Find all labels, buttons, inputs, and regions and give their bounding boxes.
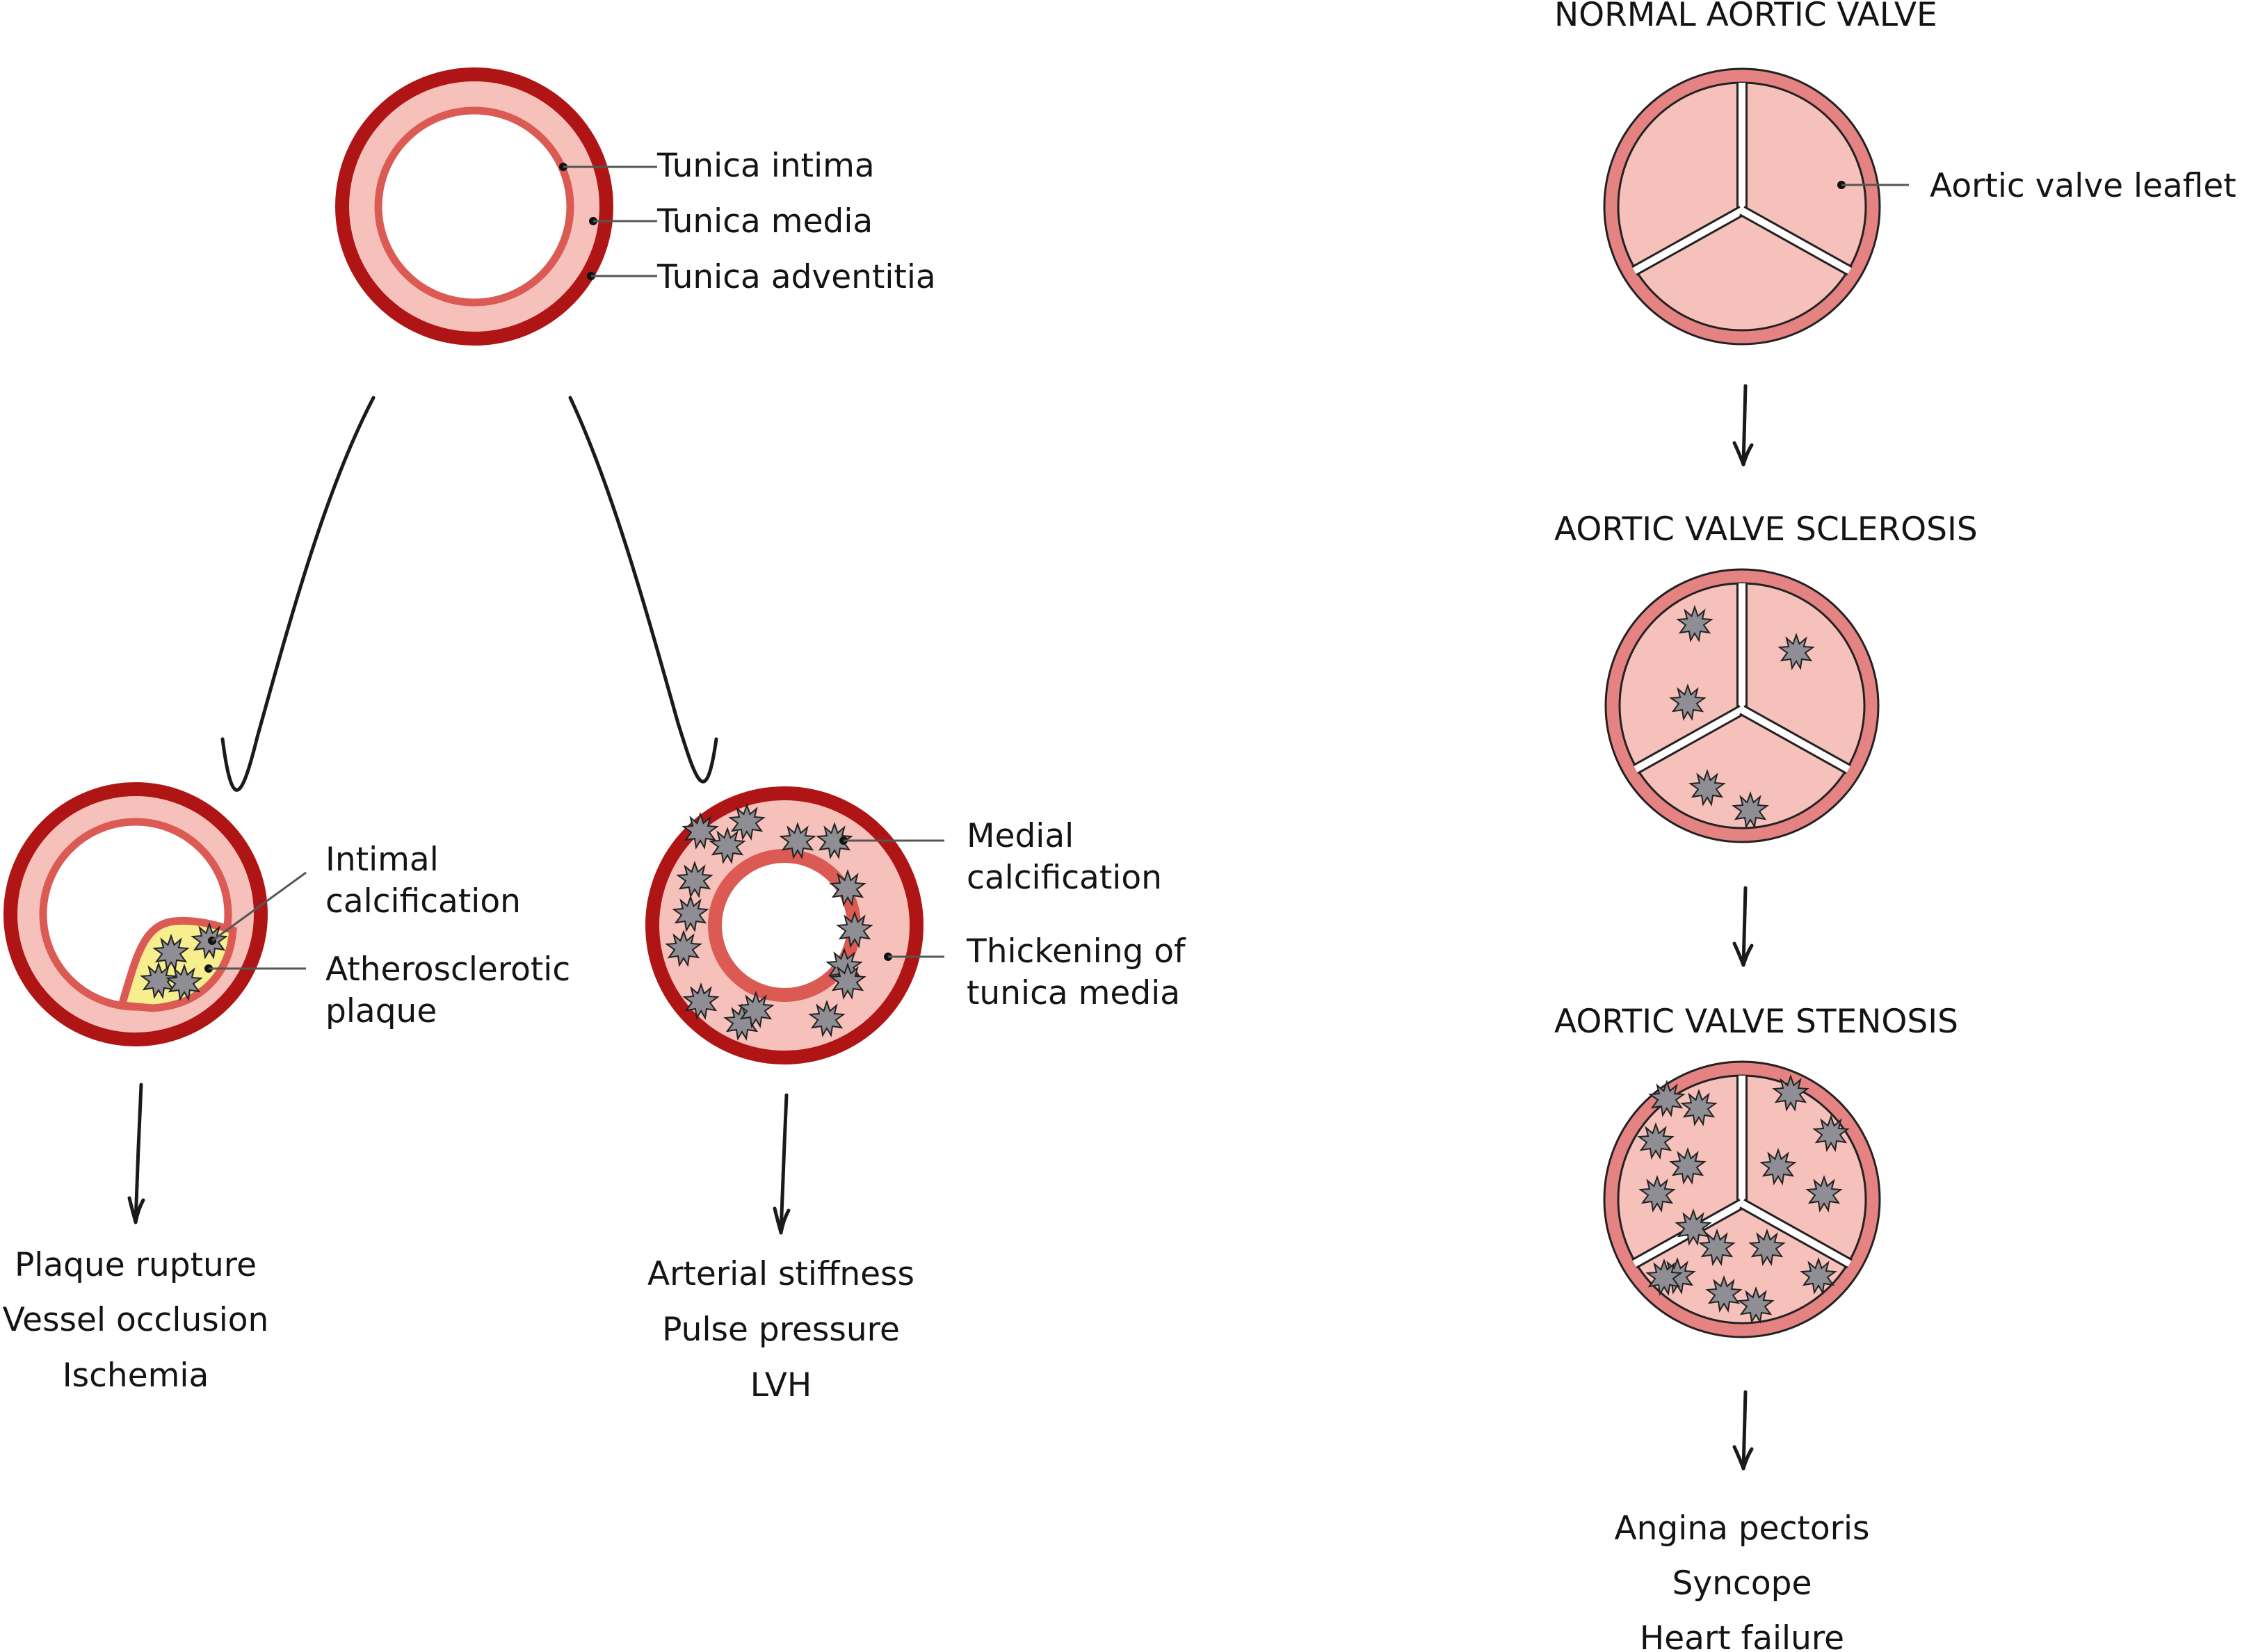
title-normal-aortic-valve: NORMAL AORTIC VALVE <box>1554 0 1937 34</box>
outcome-arterial-stiffness: Arterial stiffness <box>647 1255 914 1293</box>
tunica-intima-ring <box>374 106 574 307</box>
down-arrow-intimal <box>127 1083 145 1224</box>
commissure-line <box>1740 1200 1852 1267</box>
branch-arrow-left <box>220 396 376 792</box>
medial-calcification-vessel <box>645 786 924 1064</box>
label-tunica-adventitia: Tunica adventitia <box>656 258 936 296</box>
label-tunica-media-2: tunica media <box>967 974 1180 1012</box>
outcome-lvh: LVH <box>750 1366 812 1404</box>
down-arrow-medial <box>773 1093 791 1235</box>
label-plaque: plaque <box>325 992 437 1030</box>
outcome-vessel-occlusion: Vessel occlusion <box>3 1301 269 1339</box>
label-medial: Medial <box>967 817 1074 855</box>
normal-aortic-valve <box>1603 67 1881 346</box>
outcome-angina-pectoris: Angina pectoris <box>1614 1509 1869 1548</box>
commissure-line <box>1632 207 1744 274</box>
label-medial-calcification: calcification <box>967 859 1162 897</box>
title-aortic-valve-stenosis: AORTIC VALVE STENOSIS <box>1554 1003 1958 1041</box>
commissure-line <box>1740 706 1850 772</box>
aortic-valve-sclerosis <box>1604 568 1880 843</box>
aortic-valve-stenosis <box>1603 1060 1881 1338</box>
intimal-calcification-vessel <box>3 782 268 1046</box>
outcome-heart-failure: Heart failure <box>1640 1619 1844 1652</box>
branch-arrow-right <box>568 396 718 784</box>
title-aortic-valve-sclerosis: AORTIC VALVE SCLEROSIS <box>1554 510 1978 549</box>
label-tunica-intima: Tunica intima <box>656 147 875 185</box>
label-thickening-of: Thickening of <box>966 932 1186 971</box>
down-arrow-valve-1 <box>1732 384 1754 467</box>
label-calcification: calcification <box>325 882 521 921</box>
label-atherosclerotic: Atherosclerotic <box>325 950 570 989</box>
label-aortic-valve-leaflet: Aortic valve leaflet <box>1930 167 2236 205</box>
intimal-leaders <box>204 871 307 973</box>
commissure-line <box>1634 706 1744 772</box>
normal-vessel-leaders <box>559 163 657 280</box>
down-arrow-valve-3 <box>1732 1390 1754 1471</box>
label-tunica-media: Tunica media <box>656 202 873 241</box>
outcome-pulse-pressure: Pulse pressure <box>662 1311 900 1349</box>
outcome-syncope: Syncope <box>1672 1564 1812 1603</box>
leaflet-leader <box>1837 181 1909 189</box>
medial-leaders <box>839 836 944 961</box>
outcome-plaque-rupture: Plaque rupture <box>15 1246 257 1284</box>
commissure-line <box>1740 207 1852 274</box>
outcome-ischemia: Ischemia <box>63 1357 209 1395</box>
down-arrow-valve-2 <box>1732 886 1754 967</box>
label-intimal: Intimal <box>325 841 439 879</box>
normal-vessel <box>335 67 613 346</box>
